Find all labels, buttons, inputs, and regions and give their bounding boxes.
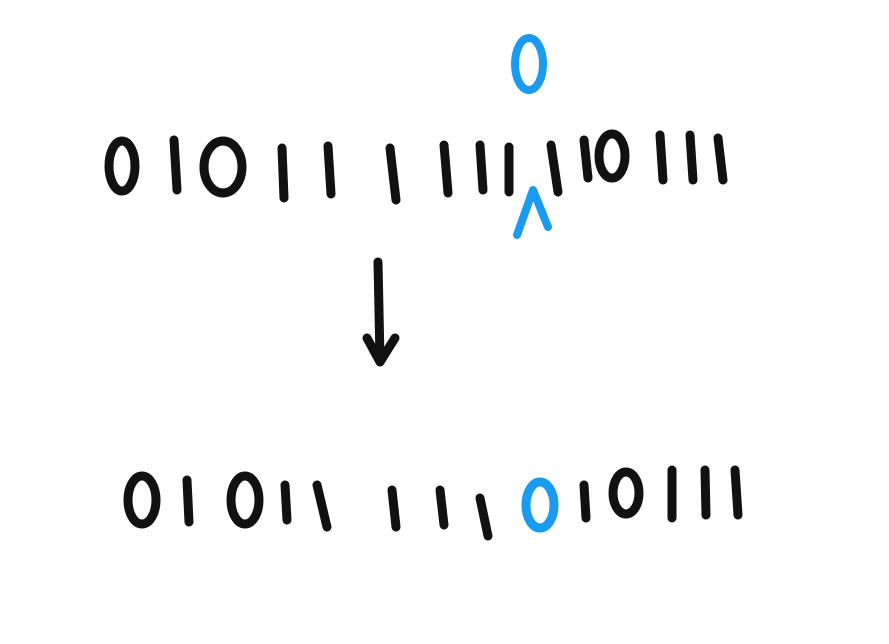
top-digit-3 — [277, 143, 289, 203]
top-digit-6 — [439, 140, 453, 198]
inserted-zero-glyph — [511, 34, 547, 94]
bottom-digit-8-highlighted — [521, 477, 559, 533]
top-row — [104, 129, 728, 205]
inserted-digit: 0 — [511, 34, 547, 94]
top-digit-5 — [385, 143, 401, 205]
bottom-digit-10 — [608, 467, 644, 519]
top-digit-2 — [199, 136, 247, 198]
top-digit-7 — [475, 140, 488, 195]
caret-up-icon — [513, 186, 552, 239]
bottom-digit-12 — [700, 465, 711, 520]
bottom-digit-6 — [435, 485, 449, 530]
bottom-digit-4 — [312, 480, 332, 532]
bottom-row — [123, 465, 743, 541]
top-digit-4 — [323, 141, 336, 199]
top-digit-1 — [169, 135, 182, 195]
arrow-down-icon — [362, 257, 400, 367]
bottom-digit-9 — [579, 480, 591, 523]
top-digit-9 — [546, 140, 563, 197]
bottom-digit-3 — [280, 480, 292, 525]
top-digit-0 — [104, 136, 140, 196]
bottom-digit-0 — [123, 471, 161, 529]
bottom-digit-13 — [730, 465, 743, 520]
top-digit-11 — [594, 129, 630, 183]
bottom-digit-5 — [387, 485, 401, 532]
bottom-digit-1 — [182, 475, 194, 527]
top-digit-10 — [579, 135, 593, 183]
top-digit-13 — [685, 130, 698, 185]
top-digit-14 — [713, 133, 728, 185]
top-digit-12 — [655, 130, 668, 185]
bottom-digit-2 — [226, 471, 264, 529]
bottom-digit-7 — [475, 493, 493, 541]
